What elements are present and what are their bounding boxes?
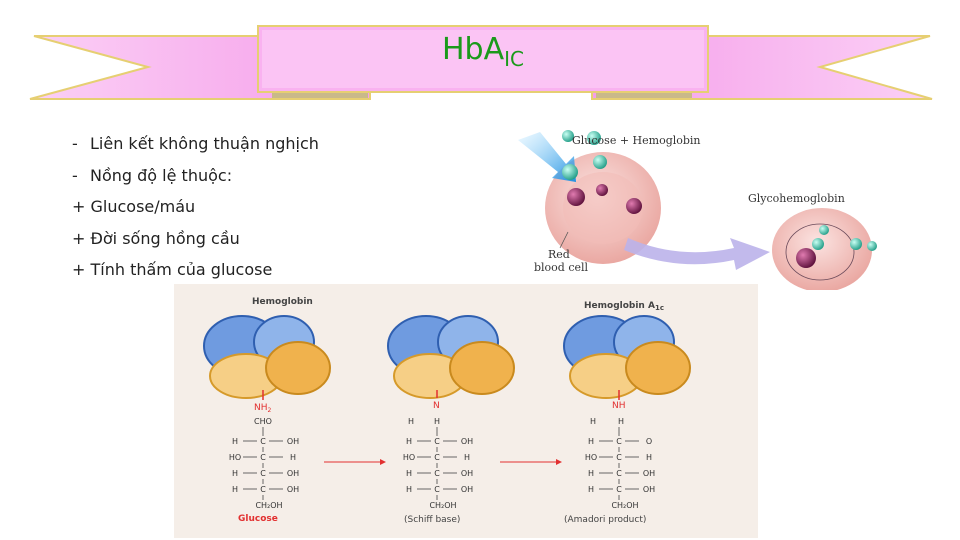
atom-label: H	[618, 417, 624, 426]
schiff-label: (Schiff base)	[404, 515, 460, 525]
atom-label: HO	[403, 453, 415, 462]
reaction-arrow-1	[324, 459, 386, 465]
title-banner	[29, 25, 933, 100]
bullet-text: + Tính thấm của glucose	[72, 260, 273, 279]
ch2oh-label: CH₂OH	[611, 501, 638, 510]
violet-arrow-icon	[624, 238, 770, 270]
atom-label: H	[408, 417, 414, 426]
atom-label: H	[290, 453, 296, 462]
atom-label: OH	[287, 437, 299, 446]
hemoglobin-protein-1	[203, 315, 331, 399]
carbon-label: C	[434, 453, 440, 462]
atom-label: H	[232, 485, 238, 494]
atom-label: OH	[287, 469, 299, 478]
title-main: HbA	[442, 32, 505, 67]
glycation-illustration: Glucose + Hemoglobin Red blood cell Glyc…	[518, 130, 877, 290]
atom-label: O	[646, 437, 652, 446]
hemoglobin-protein-2	[387, 315, 515, 399]
bullet-text: Liên kết không thuận nghịch	[90, 134, 319, 153]
reaction-label: Glucose + Hemoglobin	[572, 134, 701, 147]
hemoglobin-label: Hemoglobin	[252, 297, 313, 307]
carbon-label: C	[616, 469, 622, 478]
carbon-label: C	[260, 485, 266, 494]
cell-label-blood: blood cell	[534, 261, 589, 274]
atom-label: H	[232, 469, 238, 478]
bullet-marker: -	[72, 134, 78, 153]
blue-arrow-icon	[518, 132, 576, 182]
ch2oh-label: CH₂OH	[429, 501, 456, 510]
hemoglobin-protein-3	[563, 315, 691, 399]
carbon-label: C	[260, 453, 266, 462]
bullet-item: + Glucose/máu	[72, 191, 472, 223]
carbon-label: C	[260, 469, 266, 478]
bullet-text: + Glucose/máu	[72, 197, 196, 216]
amadori-label: (Amadori product)	[564, 515, 646, 525]
atom-label: CHO	[254, 417, 272, 426]
atom-label: H	[464, 453, 470, 462]
nh-label: NH	[612, 401, 626, 411]
carbon-label: C	[434, 485, 440, 494]
atom-label: H	[406, 469, 412, 478]
atom-label: OH	[643, 469, 655, 478]
carbon-label: C	[616, 485, 622, 494]
bullet-marker: -	[72, 165, 78, 185]
atom-label: H	[590, 417, 596, 426]
atom-label: H	[588, 469, 594, 478]
atom-label: OH	[461, 485, 473, 494]
bullet-item: -Nồng độ lệ thuộc:	[72, 160, 472, 192]
atom-label: H	[588, 437, 594, 446]
carbon-label: C	[260, 437, 266, 446]
bullet-text: Nồng độ lệ thuộc:	[90, 165, 233, 185]
bullet-list: -Liên kết không thuận nghịch -Nồng độ lệ…	[72, 128, 472, 286]
hba1c-label: Hemoglobin A1c	[584, 301, 664, 312]
atom-label: OH	[461, 437, 473, 446]
n-label: N	[433, 401, 440, 411]
atom-label: OH	[461, 469, 473, 478]
atom-label: H	[406, 485, 412, 494]
atom-label: H	[434, 417, 440, 426]
product-label: Glycohemoglobin	[748, 192, 845, 205]
cell-label-red: Red	[548, 248, 570, 261]
atom-label: H	[406, 437, 412, 446]
carbon-label: C	[434, 469, 440, 478]
atom-label: OH	[287, 485, 299, 494]
slide-title: HbAIC	[260, 26, 706, 94]
atom-label: HO	[229, 453, 241, 462]
atom-label: H	[646, 453, 652, 462]
nh2-label: NH2	[254, 403, 272, 414]
atom-label: H	[232, 437, 238, 446]
ch2oh-label: CH₂OH	[255, 501, 282, 510]
atom-label: OH	[643, 485, 655, 494]
atom-label: H	[588, 485, 594, 494]
bullet-text: + Đời sống hồng cầu	[72, 228, 240, 248]
bullet-item: -Liên kết không thuận nghịch	[72, 128, 472, 160]
reaction-arrow-2	[500, 459, 562, 465]
carbon-label: C	[616, 437, 622, 446]
bullet-item: + Tính thấm của glucose	[72, 254, 472, 286]
title-subscript: IC	[504, 47, 524, 71]
glucose-label: Glucose	[238, 514, 278, 524]
carbon-label: C	[616, 453, 622, 462]
atom-label: HO	[585, 453, 597, 462]
carbon-label: C	[434, 437, 440, 446]
bullet-item: + Đời sống hồng cầu	[72, 223, 472, 255]
